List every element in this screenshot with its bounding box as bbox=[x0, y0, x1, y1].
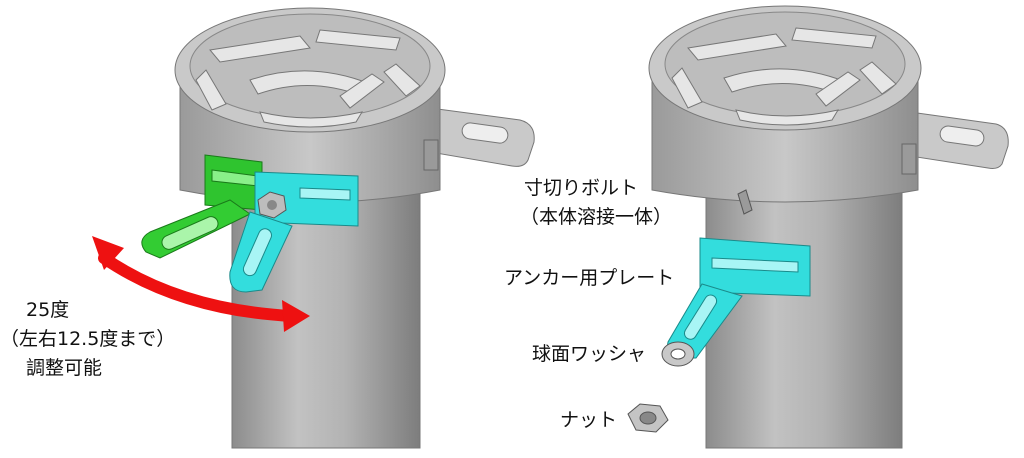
range-label: （左右12.5度まで） bbox=[0, 328, 176, 350]
green-bracket bbox=[141, 154, 263, 259]
grate-cap-icon-right bbox=[648, 5, 922, 131]
left-assembly bbox=[92, 7, 535, 449]
mounting-tab-right bbox=[909, 111, 1009, 169]
nut-icon bbox=[627, 403, 669, 433]
grate-cap-icon bbox=[174, 7, 446, 133]
anchor-plate bbox=[666, 237, 811, 359]
right-assembly bbox=[627, 5, 1009, 449]
angle-label: 25度 bbox=[26, 299, 70, 321]
plate-label: アンカー用プレート bbox=[504, 267, 675, 289]
washer-label: 球面ワッシャ bbox=[532, 343, 647, 365]
washer-icon bbox=[661, 341, 695, 367]
bolt-note: （本体溶接一体） bbox=[520, 206, 673, 228]
pivot-arrow-icon bbox=[92, 236, 310, 332]
nut-label: ナット bbox=[560, 409, 618, 431]
mounting-tab-left bbox=[429, 107, 535, 167]
bolt-label: 寸切りボルト bbox=[524, 177, 639, 199]
nut-on-bracket bbox=[257, 191, 287, 219]
adjust-label: 調整可能 bbox=[26, 357, 103, 379]
threaded-bolt bbox=[737, 189, 753, 215]
